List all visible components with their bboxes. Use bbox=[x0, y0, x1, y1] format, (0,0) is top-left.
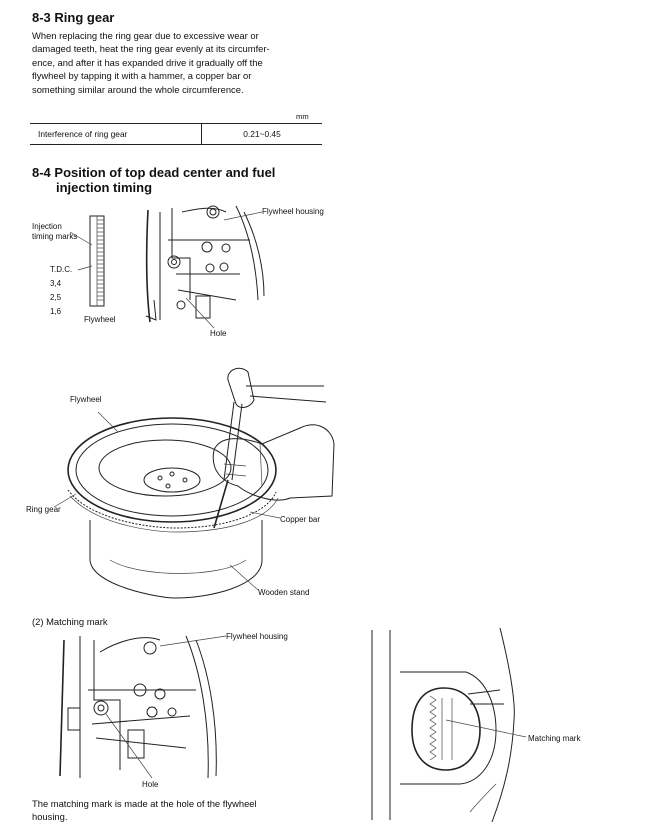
flywheel-housing-label: Flywheel housing bbox=[262, 207, 324, 216]
flywheel-housing-label-2: Flywheel housing bbox=[226, 632, 288, 641]
hole-label-2: Hole bbox=[142, 780, 159, 789]
flywheel-label-2: Flywheel bbox=[70, 395, 102, 404]
hole-label: Hole bbox=[210, 329, 227, 338]
note-line: housing. bbox=[32, 811, 68, 823]
mark-34-label: 3,4 bbox=[50, 279, 62, 288]
unit-label: mm bbox=[296, 112, 309, 121]
hammer-and-bar bbox=[213, 367, 327, 529]
ring-gear-label: Ring gear bbox=[26, 505, 61, 514]
wooden-stand bbox=[89, 520, 263, 599]
housing-sketch-2 bbox=[59, 635, 227, 779]
flywheel-housing-sketch bbox=[145, 205, 265, 329]
mark-16-label: 1,6 bbox=[50, 307, 62, 316]
section-heading-ring-gear: 8-3 Ring gear bbox=[32, 10, 115, 25]
copper-bar-label: Copper bar bbox=[280, 515, 321, 524]
mark-25-label: 2,5 bbox=[50, 293, 62, 302]
spec-table: Interference of ring gear 0.21~0.45 bbox=[30, 123, 322, 145]
section-heading-tdc: 8-4 Position of top dead center and fuel… bbox=[32, 165, 275, 195]
heading-line: 8-4 Position of top dead center and fuel bbox=[32, 165, 276, 180]
label-line: Injection bbox=[32, 222, 62, 231]
wooden-stand-label: Wooden stand bbox=[258, 588, 310, 597]
flywheel-marks-strip bbox=[69, 215, 105, 307]
matching-mark-heading: (2) Matching mark bbox=[32, 616, 108, 627]
paragraph-line: something similar around the whole circu… bbox=[32, 83, 244, 95]
note-line: The matching mark is made at the hole of… bbox=[32, 798, 257, 809]
flywheel-label: Flywheel bbox=[84, 315, 116, 324]
paragraph-line: When replacing the ring gear due to exce… bbox=[32, 30, 259, 41]
ring-gear-paragraph: When replacing the ring gear due to exce… bbox=[32, 29, 322, 96]
paragraph-line: flywheel by tapping it with a hammer, a … bbox=[32, 70, 252, 82]
table-row: Interference of ring gear 0.21~0.45 bbox=[30, 123, 322, 145]
paragraph-line: ence, and after it has expanded drive it… bbox=[32, 56, 263, 68]
flywheel-ring bbox=[53, 411, 281, 533]
matching-mark-label: Matching mark bbox=[528, 734, 581, 743]
tdc-label: T.D.C. bbox=[50, 265, 73, 274]
spec-value: 0.21~0.45 bbox=[201, 123, 322, 145]
injection-timing-marks-label: Injection timing marks bbox=[32, 222, 77, 242]
spec-label: Interference of ring gear bbox=[30, 123, 202, 145]
matching-mark-closeup bbox=[371, 627, 527, 823]
heading-line: injection timing bbox=[56, 180, 153, 195]
hand bbox=[212, 424, 335, 501]
label-line: timing marks bbox=[32, 232, 78, 241]
matching-mark-note: The matching mark is made at the hole of… bbox=[32, 797, 332, 824]
paragraph-line: damaged teeth, heat the ring gear evenly… bbox=[32, 43, 270, 55]
